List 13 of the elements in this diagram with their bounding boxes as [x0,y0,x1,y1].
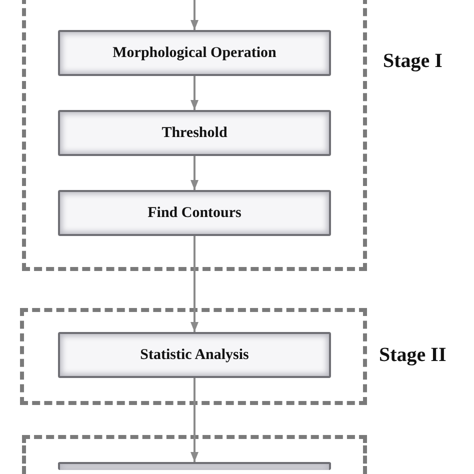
dashed-stage-group [22,435,367,474]
stage-label: Stage II [379,344,446,367]
process-box [58,462,331,470]
process-box: Statistic Analysis [58,332,331,378]
stage-label: Stage I [383,50,442,73]
arrow [190,156,198,190]
process-box: Find Contours [58,190,331,236]
arrow [190,378,198,462]
process-box: Threshold [58,110,331,156]
arrow [190,0,198,30]
arrow [190,236,198,332]
process-box: Morphological Operation [58,30,331,76]
arrow [190,76,198,110]
